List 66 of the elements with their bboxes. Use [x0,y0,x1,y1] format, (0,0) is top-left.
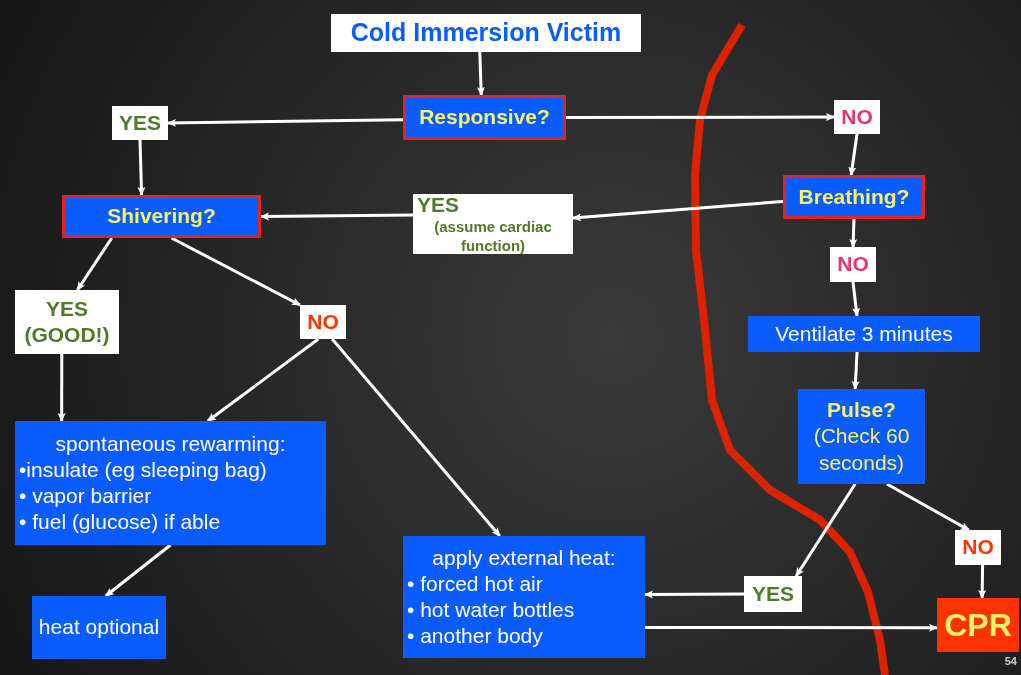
arrow [206,337,320,423]
node-text: heat optional [38,614,160,641]
action-box [403,536,645,658]
arrow [886,482,970,532]
arrow [137,139,146,196]
decision-box [62,195,261,238]
arrow [167,118,404,127]
arrow [76,237,113,291]
answer-box [744,576,802,612]
answer-box [834,100,880,134]
answer-box [15,290,119,354]
arrow [170,236,301,307]
arrow [848,133,859,176]
answer-box [112,106,168,140]
answer-box [955,530,1001,565]
node-text: NO [841,103,873,130]
page-number: 54 [1004,653,1017,669]
node-text: Pulse? [827,397,896,424]
node-text: YES [752,580,794,607]
arrow [57,354,66,422]
node-text: • forced hot air [406,570,543,597]
arrow [794,483,857,577]
arrow [476,51,485,96]
answer-box [413,194,573,254]
arrow [851,351,860,390]
arrow [851,281,861,317]
node-text: •insulate (eg sleeping bag) [18,456,267,483]
node-text: NO [962,534,994,561]
node-text: spontaneous rewarming: [55,430,286,457]
node-text: Ventilate 3 minutes [775,320,953,347]
arrow [645,623,938,632]
node-text: Cold Immersion Victim [350,17,622,49]
node-text: NO [837,251,869,278]
node-text: apply external heat: [432,544,616,571]
node-text: (Check 60 seconds) [812,423,911,476]
arrow [978,564,987,599]
node-text: YES [417,192,460,219]
decision-box [783,175,925,219]
cpr-box [937,598,1019,652]
action-box [15,421,326,545]
answer-box [300,305,346,339]
arrow [849,218,858,248]
arrow [566,113,835,121]
start-box [331,14,641,52]
arrow [331,338,501,537]
node-text: YES (GOOD!) [23,295,111,348]
action-box [748,316,980,352]
node-text: Shivering? [107,203,216,230]
action-box [32,596,166,659]
node-text: • hot water bottles [406,597,575,623]
node-text: • vapor barrier [18,483,152,509]
decision-box [798,389,925,484]
node-text: CPR [944,606,1012,645]
arrow [644,590,744,599]
arrow [104,543,172,598]
node-text: YES [119,109,161,136]
node-text: Breathing? [798,183,910,210]
node-text: • another body [406,623,543,650]
node-text: Responsive? [419,104,550,131]
node-text: (assume cardiac function) [433,218,553,256]
arrow [572,199,784,222]
answer-box [830,247,876,282]
node-text: NO [307,308,339,335]
decision-box [403,95,566,140]
node-text: • fuel (glucose) if able [18,509,221,536]
arrow [260,212,413,221]
